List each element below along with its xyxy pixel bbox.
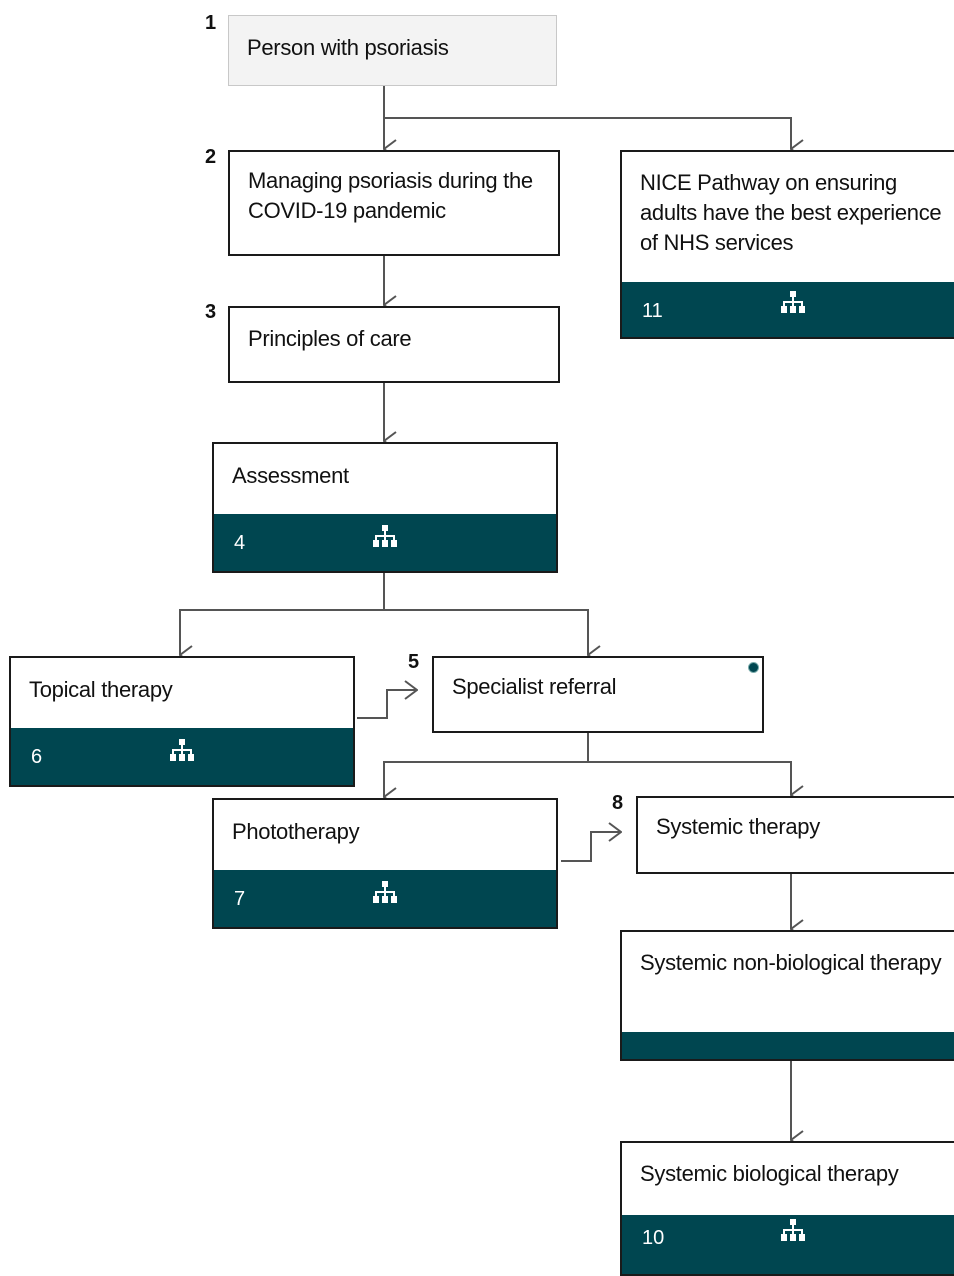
- node-specialist-referral[interactable]: Specialist referral: [432, 656, 764, 733]
- connector-5-8: [588, 761, 791, 795]
- node-label: Person with psoriasis: [247, 35, 449, 60]
- node-number: 4: [234, 532, 246, 554]
- node-topical-therapy[interactable]: Topical therapy 6: [9, 656, 355, 787]
- info-dot-icon[interactable]: [748, 662, 759, 673]
- step-number-3: 3: [205, 301, 217, 323]
- node-nice-pathway-nhs-services[interactable]: NICE Pathway on ensuring adults have the…: [620, 150, 954, 339]
- connector-4-6: [179, 609, 384, 655]
- node-label: Systemic biological therapy: [640, 1161, 899, 1186]
- step-number-5: 5: [408, 651, 420, 673]
- node-number: 6: [31, 746, 43, 768]
- node-systemic-non-biological-therapy[interactable]: Systemic non-biological therapy: [620, 930, 954, 1061]
- node-band: 6: [11, 728, 353, 785]
- sitemap-icon: [170, 739, 194, 761]
- node-assessment[interactable]: Assessment 4: [212, 442, 558, 573]
- sitemap-icon: [781, 1219, 805, 1241]
- node-systemic-therapy[interactable]: Systemic therapy: [636, 796, 954, 874]
- node-number: 7: [234, 888, 246, 910]
- connector-7-8: [561, 832, 621, 862]
- node-label: Principles of care: [248, 326, 412, 351]
- node-band: [622, 1032, 954, 1059]
- sitemap-icon: [373, 525, 397, 547]
- node-band: 4: [214, 514, 556, 571]
- node-label: Phototherapy: [232, 819, 360, 844]
- node-band: 10: [622, 1215, 954, 1274]
- node-label: Managing psoriasis during the COVID-19 p…: [248, 168, 533, 223]
- node-band: 7: [214, 870, 556, 927]
- node-label: Specialist referral: [452, 674, 617, 699]
- node-phototherapy[interactable]: Phototherapy 7: [212, 798, 558, 929]
- sitemap-icon: [373, 881, 397, 903]
- node-label: NICE Pathway on ensuring adults have the…: [640, 170, 942, 255]
- node-systemic-biological-therapy[interactable]: Systemic biological therapy 10: [620, 1141, 954, 1276]
- node-label: Systemic therapy: [656, 814, 820, 839]
- step-number-8: 8: [612, 792, 624, 814]
- sitemap-icon: [781, 291, 805, 313]
- node-number: 10: [642, 1227, 665, 1249]
- node-number: 11: [642, 300, 663, 322]
- step-number-2: 2: [205, 146, 217, 168]
- connector-4-5: [384, 609, 588, 655]
- node-principles-of-care[interactable]: Principles of care: [228, 306, 560, 383]
- node-band: 11: [622, 282, 954, 337]
- node-person-with-psoriasis[interactable]: Person with psoriasis: [228, 15, 557, 86]
- node-managing-psoriasis-covid[interactable]: Managing psoriasis during the COVID-19 p…: [228, 150, 560, 256]
- node-label: Assessment: [232, 463, 349, 488]
- node-label: Topical therapy: [29, 677, 173, 702]
- connector-6-5: [357, 690, 417, 719]
- node-label: Systemic non-biological therapy: [640, 950, 942, 975]
- step-number-1: 1: [205, 12, 217, 34]
- connector-5-7: [383, 761, 588, 797]
- connector-1-11: [384, 117, 791, 149]
